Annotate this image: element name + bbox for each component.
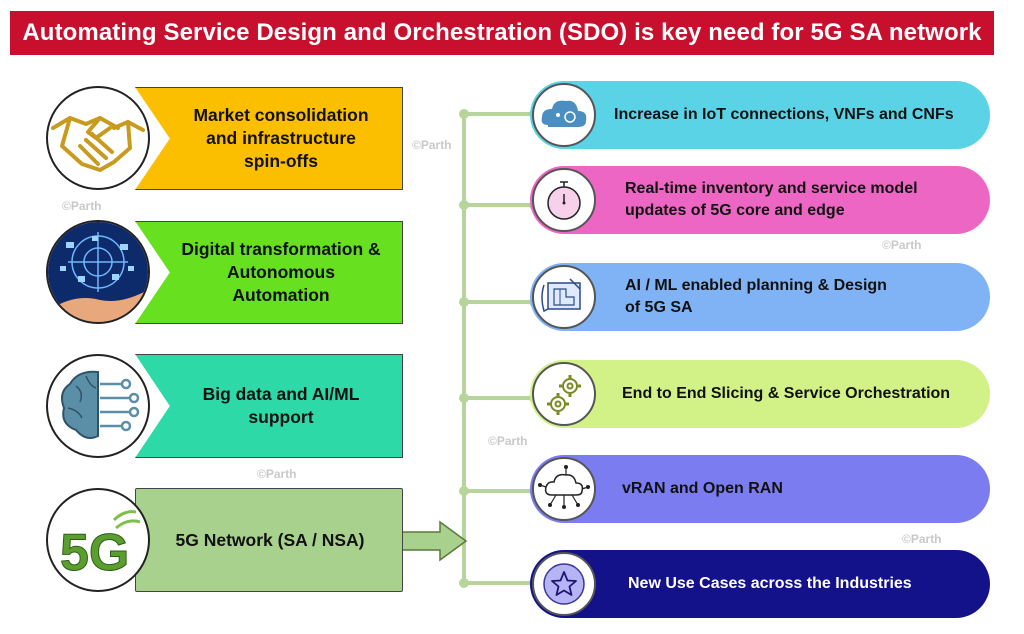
driver-market-consolidation bbox=[135, 87, 403, 190]
brain-circuit-icon bbox=[46, 354, 150, 458]
watermark-3: ©Parth bbox=[882, 238, 922, 252]
outcome-new-use-cases: New Use Cases across the Industries bbox=[530, 550, 990, 618]
watermark-5: ©Parth bbox=[257, 467, 297, 481]
watermark-1: ©Parth bbox=[412, 138, 452, 152]
outcome-1-label: Increase in IoT connections, VNFs and CN… bbox=[614, 106, 954, 123]
outcome-3-label: AI / ML enabled planning & Design of 5G … bbox=[625, 277, 887, 316]
driver-digital-transformation bbox=[135, 221, 403, 324]
digital-hand-icon bbox=[46, 220, 150, 324]
5g-logo-icon: 5G bbox=[46, 488, 150, 592]
outcome-realtime-inventory: Real-time inventory and service model up… bbox=[530, 166, 990, 234]
driver-5g-network bbox=[135, 488, 403, 592]
outcome-5-label: vRAN and Open RAN bbox=[622, 480, 783, 497]
outcome-slicing-orchestration: End to End Slicing & Service Orchestrati… bbox=[530, 360, 990, 428]
cloud-icon bbox=[532, 83, 596, 147]
outcome-2-label: Real-time inventory and service model up… bbox=[625, 180, 918, 219]
outcome-aiml-planning: AI / ML enabled planning & Design of 5G … bbox=[530, 263, 990, 331]
watermark-2: ©Parth bbox=[62, 199, 102, 213]
outcome-iot-connections: Increase in IoT connections, VNFs and CN… bbox=[530, 81, 990, 149]
driver-big-data bbox=[135, 354, 403, 458]
stopwatch-icon bbox=[532, 168, 596, 232]
star-icon bbox=[532, 552, 596, 616]
page-title: Automating Service Design and Orchestrat… bbox=[10, 11, 994, 55]
blueprint-icon bbox=[532, 265, 596, 329]
outcome-vran-openran: vRAN and Open RAN bbox=[530, 455, 990, 523]
handshake-icon bbox=[46, 86, 150, 190]
outcome-4-label: End to End Slicing & Service Orchestrati… bbox=[622, 385, 951, 402]
gears-icon bbox=[532, 362, 596, 426]
cloud-network-icon bbox=[532, 457, 596, 521]
watermark-6: ©Parth bbox=[902, 532, 942, 546]
watermark-4: ©Parth bbox=[488, 434, 528, 448]
5g-logo-text: 5G bbox=[60, 524, 129, 582]
outcome-6-label: New Use Cases across the Industries bbox=[628, 575, 912, 592]
